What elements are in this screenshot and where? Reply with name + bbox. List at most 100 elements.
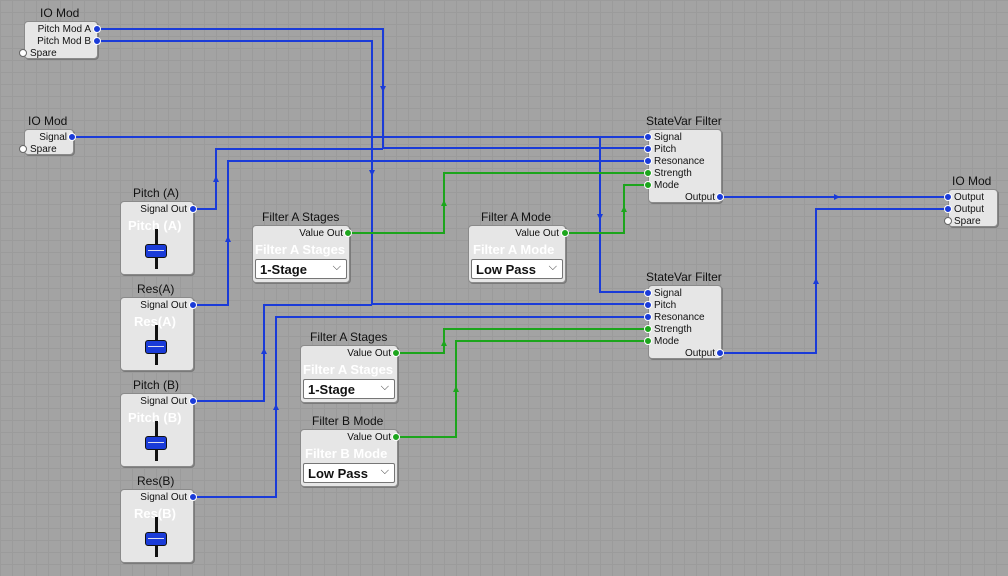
port-signal: Signal xyxy=(654,288,682,299)
chevron-down-icon: ⌵ xyxy=(380,381,389,393)
wire-modeB xyxy=(396,340,648,438)
selector-stages-b[interactable]: Value Out Filter A Stages 1-Stage ⌵ xyxy=(300,345,398,403)
filter-2[interactable]: Signal Pitch Resonance Strength Mode Out… xyxy=(648,285,722,359)
wire-arrows xyxy=(213,86,840,410)
port-value-out: Value Out xyxy=(347,348,391,359)
io-mod-right-title: IO Mod xyxy=(952,174,992,188)
port-strength: Strength xyxy=(654,324,692,335)
port-resonance: Resonance xyxy=(654,312,705,323)
slider-handle[interactable] xyxy=(145,340,167,354)
io-mod-mid[interactable]: Signal Spare xyxy=(24,129,74,155)
knob-pitch-b[interactable]: Signal Out Pitch (B) xyxy=(120,393,194,467)
chevron-down-icon: ⌵ xyxy=(380,465,389,477)
green-arrows xyxy=(441,200,627,392)
slider-handle[interactable] xyxy=(145,436,167,450)
selector-stages-b-title: Filter A Stages xyxy=(310,330,388,344)
port-dot-signal-out[interactable] xyxy=(189,493,197,501)
wire-resA xyxy=(193,160,648,306)
knob-pitch-a[interactable]: Signal Out Pitch (A) xyxy=(120,201,194,275)
port-signal: Signal xyxy=(39,132,67,143)
port-dot-value-out[interactable] xyxy=(392,433,400,441)
port-dot-output[interactable] xyxy=(716,193,724,201)
port-signal-out: Signal Out xyxy=(140,396,187,407)
knob-ghost-label: Res(B) xyxy=(134,506,176,521)
port-spare: Spare xyxy=(30,144,57,155)
selector-mode-a[interactable]: Value Out Filter A Mode Low Pass ⌵ xyxy=(468,225,566,283)
wire-filter2-out xyxy=(720,208,948,354)
port-dot-pitch-mod-b[interactable] xyxy=(93,37,101,45)
stages-dropdown[interactable]: 1-Stage ⌵ xyxy=(303,379,395,399)
port-pitch: Pitch xyxy=(654,300,677,311)
mode-dropdown[interactable]: Low Pass ⌵ xyxy=(303,463,395,483)
stages-dropdown-value: 1-Stage xyxy=(308,382,355,397)
port-dot-pitch[interactable] xyxy=(644,301,652,309)
selector-ghost-label: Filter B Mode xyxy=(305,446,388,461)
port-pitch-mod-a: Pitch Mod A xyxy=(37,24,91,35)
port-strength: Strength xyxy=(654,168,692,179)
port-signal-out: Signal Out xyxy=(140,204,187,215)
port-dot-resonance[interactable] xyxy=(644,157,652,165)
port-dot-spare[interactable] xyxy=(944,217,952,225)
port-mode: Mode xyxy=(654,336,680,347)
port-output: Output xyxy=(684,348,715,359)
port-dot-value-out[interactable] xyxy=(561,229,569,237)
mode-dropdown-value: Low Pass xyxy=(308,466,368,481)
stages-dropdown[interactable]: 1-Stage ⌵ xyxy=(255,259,347,279)
port-dot-output[interactable] xyxy=(716,349,724,357)
knob-ghost-label: Pitch (A) xyxy=(128,218,182,233)
knob-pitch-b-title: Pitch (B) xyxy=(133,378,180,392)
slider-handle[interactable] xyxy=(145,532,167,546)
port-dot-signal[interactable] xyxy=(644,133,652,141)
stages-dropdown-value: 1-Stage xyxy=(260,262,307,277)
port-dot-pitch[interactable] xyxy=(644,145,652,153)
knob-ghost-label: Res(A) xyxy=(134,314,176,329)
port-dot-spare[interactable] xyxy=(19,49,27,57)
knob-res-b[interactable]: Signal Out Res(B) xyxy=(120,489,194,563)
io-mod-top-title: IO Mod xyxy=(40,6,80,20)
port-dot-signal-out[interactable] xyxy=(189,397,197,405)
port-dot-mode[interactable] xyxy=(644,181,652,189)
knob-res-b-title: Res(B) xyxy=(137,474,175,488)
port-dot-strength[interactable] xyxy=(644,169,652,177)
port-spare: Spare xyxy=(954,216,981,227)
selector-ghost-label: Filter A Stages xyxy=(303,362,394,377)
wire-resB xyxy=(193,316,648,498)
port-dot-signal-out[interactable] xyxy=(189,301,197,309)
port-dot-signal-out[interactable] xyxy=(189,205,197,213)
port-dot-resonance[interactable] xyxy=(644,313,652,321)
filter-1[interactable]: Signal Pitch Resonance Strength Mode Out… xyxy=(648,129,722,203)
port-signal: Signal xyxy=(654,132,682,143)
port-dot-output[interactable] xyxy=(944,205,952,213)
selector-ghost-label: Filter A Stages xyxy=(255,242,346,257)
port-dot-strength[interactable] xyxy=(644,325,652,333)
port-dot-spare[interactable] xyxy=(19,145,27,153)
selector-stages-a[interactable]: Value Out Filter A Stages 1-Stage ⌵ xyxy=(252,225,350,283)
filter-2-title: StateVar Filter xyxy=(646,270,722,284)
io-mod-right[interactable]: Output Output Spare xyxy=(948,189,998,227)
port-resonance: Resonance xyxy=(654,156,705,167)
port-dot-signal[interactable] xyxy=(68,133,76,141)
port-mode: Mode xyxy=(654,180,680,191)
port-dot-value-out[interactable] xyxy=(344,229,352,237)
port-dot-mode[interactable] xyxy=(644,337,652,345)
port-dot-output[interactable] xyxy=(944,193,952,201)
port-dot-value-out[interactable] xyxy=(392,349,400,357)
port-output: Output xyxy=(684,192,715,203)
port-value-out: Value Out xyxy=(299,228,343,239)
wire-modeA xyxy=(565,184,648,234)
port-output: Output xyxy=(954,204,985,215)
knob-ghost-label: Pitch (B) xyxy=(128,410,182,425)
chevron-down-icon: ⌵ xyxy=(332,261,341,273)
port-dot-signal[interactable] xyxy=(644,289,652,297)
mode-dropdown[interactable]: Low Pass ⌵ xyxy=(471,259,563,279)
selector-mode-b[interactable]: Value Out Filter B Mode Low Pass ⌵ xyxy=(300,429,398,487)
wire-stagesA xyxy=(348,172,648,234)
mode-dropdown-value: Low Pass xyxy=(476,262,536,277)
port-pitch: Pitch xyxy=(654,144,677,155)
chevron-down-icon: ⌵ xyxy=(548,261,557,273)
io-mod-top[interactable]: Pitch Mod A Pitch Mod B Spare xyxy=(24,21,98,59)
port-dot-pitch-mod-a[interactable] xyxy=(93,25,101,33)
knob-res-a[interactable]: Signal Out Res(A) xyxy=(120,297,194,371)
slider-handle[interactable] xyxy=(145,244,167,258)
